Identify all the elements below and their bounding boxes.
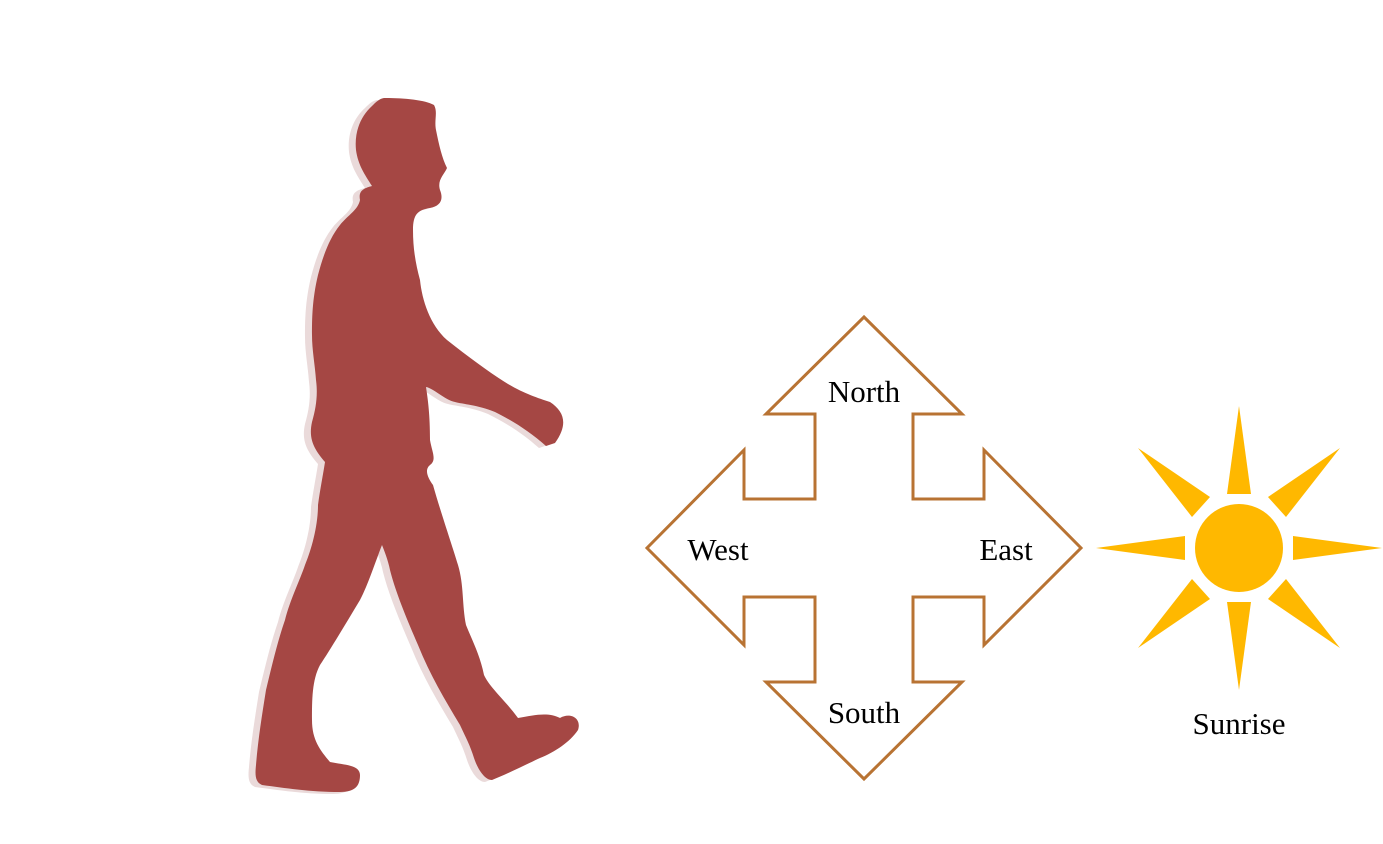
sun-ray-southwest — [1138, 579, 1210, 648]
sun-ray-south — [1227, 602, 1251, 690]
compass-label-west: West — [687, 532, 749, 567]
compass-arrow-outline — [644, 314, 1084, 782]
sun-ray-southeast — [1268, 579, 1340, 648]
sun-ray-northwest — [1138, 448, 1210, 517]
compass-label-north: North — [828, 374, 901, 409]
person-body — [255, 98, 579, 792]
sun-ray-northeast — [1268, 448, 1340, 517]
compass-label-south: South — [828, 695, 901, 730]
sun-disc — [1195, 504, 1283, 592]
sun-rays — [1096, 406, 1382, 690]
sun-ray-north — [1227, 406, 1251, 494]
four-direction-arrow-icon: North West East South — [644, 314, 1084, 782]
compass-label-east: East — [979, 532, 1033, 567]
walking-person-icon — [248, 98, 579, 794]
sun-ray-east — [1293, 536, 1382, 560]
sun-label: Sunrise — [1193, 706, 1286, 741]
sun-icon: Sunrise — [1096, 406, 1382, 741]
sun-ray-west — [1096, 536, 1185, 560]
